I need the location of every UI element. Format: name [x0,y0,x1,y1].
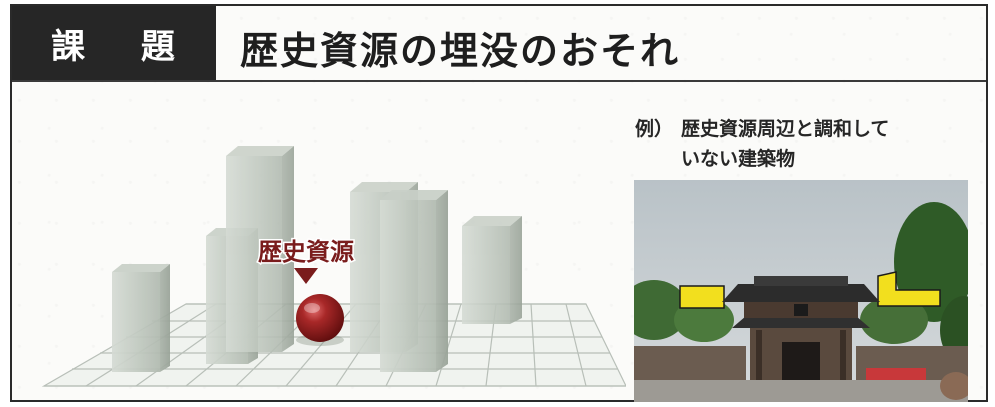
building-right-front [380,190,448,372]
building-left [112,264,170,372]
caption-line-2: いない建築物 [681,148,796,170]
header-bar: 課 題 歴史資源の埋没のおそれ [12,6,986,82]
marker-label: 歴史資源 [258,238,354,266]
issue-panel: 課 題 歴史資源の埋没のおそれ [10,4,988,402]
down-arrow-icon [294,268,318,284]
buried-resource-illustration: 歴史資源 [41,146,626,387]
page-title: 歴史資源の埋没のおそれ [240,29,681,73]
caption-line-1: 歴史資源周辺と調和して [681,118,890,140]
highlighted-building-right [877,271,941,307]
historical-resource-sphere [296,294,344,342]
caption-prefix: 例） [635,118,674,140]
gate-plaque [794,304,808,316]
building-far-right [462,216,522,324]
highlighted-building-left [679,285,725,309]
building-tall-center [226,146,294,352]
example-photo [634,180,968,402]
issue-tag: 課 題 [12,6,216,80]
example-caption: 例） 歴史資源周辺と調和して いない建築物 [635,114,975,174]
